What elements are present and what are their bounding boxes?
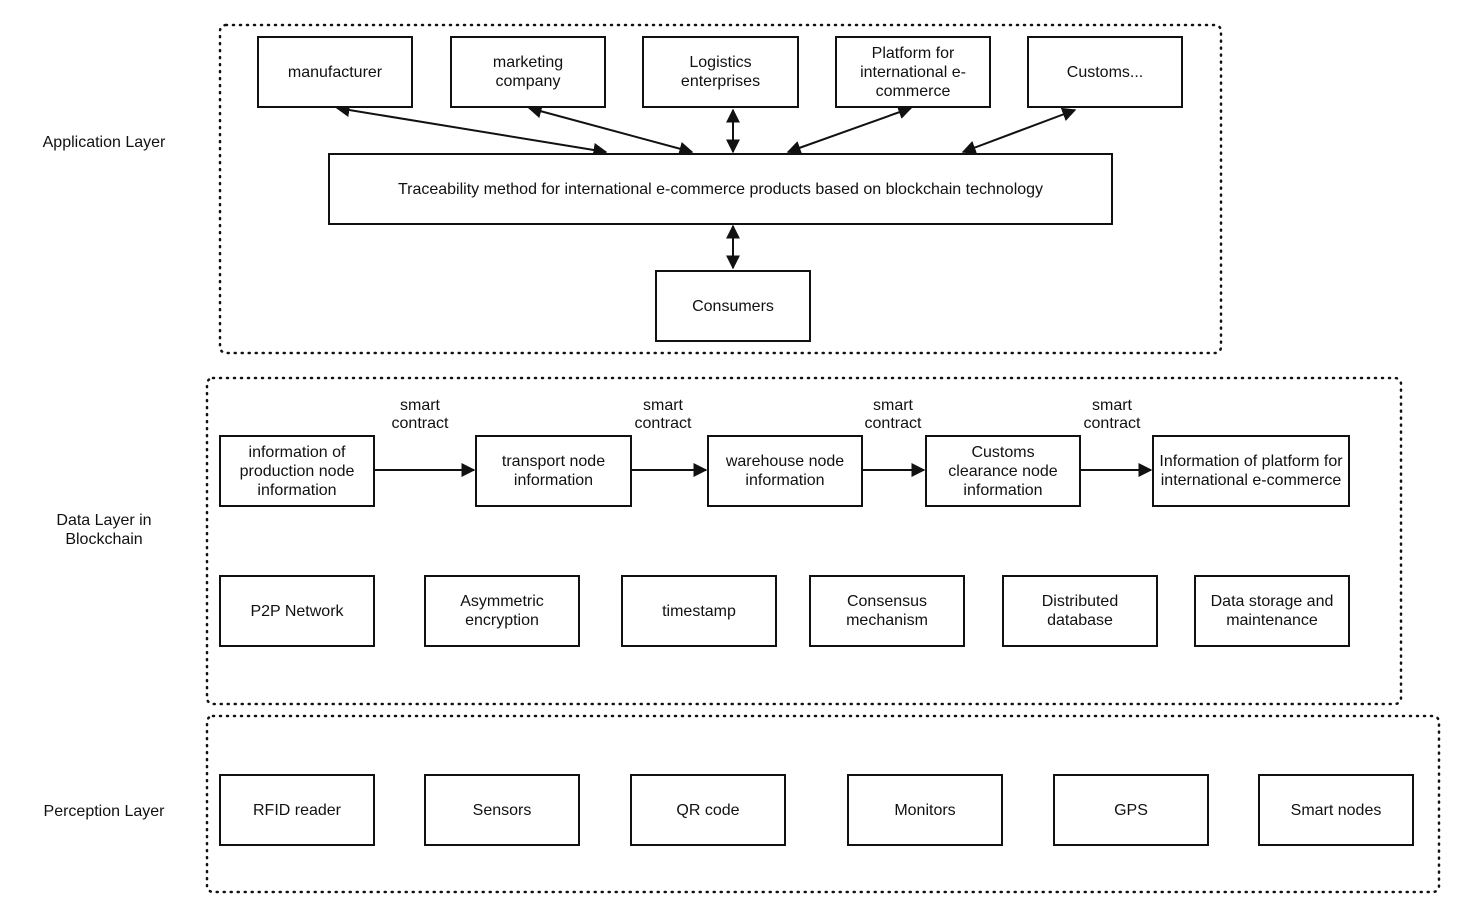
device-qr-code: QR code <box>630 774 786 846</box>
smart-contract-label-1: smart contract <box>391 397 449 432</box>
tech-label: Asymmetric encryption <box>460 593 544 629</box>
stakeholder-marketing-box: marketing company <box>450 36 606 108</box>
tech-label: Consensus mechanism <box>846 593 928 629</box>
smart-contract-label-3: smart contract <box>864 397 922 432</box>
stakeholder-label: Platform for international e-commerce <box>860 44 966 100</box>
flow-node-label: Customs clearance node information <box>948 443 1058 499</box>
flow-node-customs: Customs clearance node information <box>925 435 1081 507</box>
arrow-customs-core <box>961 107 1077 155</box>
device-label: Monitors <box>894 801 956 819</box>
tech-label: Distributed database <box>1041 593 1119 629</box>
tech-distributed-database: Distributed database <box>1002 575 1158 647</box>
device-smart-nodes: Smart nodes <box>1258 774 1414 846</box>
flow-node-warehouse: warehouse node information <box>707 435 863 507</box>
stakeholder-label: marketing company <box>492 54 564 90</box>
device-monitors: Monitors <box>847 774 1003 846</box>
arrow-manufacturer-core <box>335 103 608 157</box>
data-layer-label: Data Layer in Blockchain <box>56 512 152 548</box>
application-layer-label: Application Layer <box>42 134 166 151</box>
tech-consensus-mechanism: Consensus mechanism <box>809 575 965 647</box>
flow-node-label: warehouse node information <box>725 453 845 489</box>
smart-contract-label-2: smart contract <box>634 397 692 432</box>
arrow-platform-core <box>786 105 913 155</box>
device-label: Sensors <box>472 801 532 819</box>
tech-timestamp: timestamp <box>621 575 777 647</box>
device-label: RFID reader <box>252 801 342 819</box>
tech-label: timestamp <box>662 602 736 620</box>
device-label: GPS <box>1114 801 1148 819</box>
perception-layer-frame <box>205 714 1441 894</box>
stakeholder-customs-box: Customs... <box>1027 36 1183 108</box>
tech-data-storage: Data storage and maintenance <box>1194 575 1350 647</box>
device-gps: GPS <box>1053 774 1209 846</box>
stakeholder-platform-box: Platform for international e-commerce <box>835 36 991 108</box>
stakeholder-manufacturer-box: manufacturer <box>257 36 413 108</box>
stakeholder-label: Customs... <box>1066 63 1144 81</box>
stakeholder-logistics-box: Logistics enterprises <box>642 36 799 108</box>
flow-node-platform: Information of platform for internationa… <box>1152 435 1350 507</box>
device-sensors: Sensors <box>424 774 580 846</box>
traceability-core-box: Traceability method for international e-… <box>328 153 1113 225</box>
arrow-marketing-core <box>527 104 694 156</box>
tech-label: P2P Network <box>250 602 344 620</box>
consumers-box: Consumers <box>655 270 811 342</box>
stakeholder-label: Logistics enterprises <box>680 54 761 90</box>
tech-asymmetric-encryption: Asymmetric encryption <box>424 575 580 647</box>
device-rfid-reader: RFID reader <box>219 774 375 846</box>
flow-node-transport: transport node information <box>475 435 632 507</box>
consumers-label: Consumers <box>692 297 774 315</box>
flow-node-production: information of production node informati… <box>219 435 375 507</box>
flow-node-label: transport node information <box>501 453 606 489</box>
application-layer-frame <box>218 23 1223 355</box>
device-label: Smart nodes <box>1290 801 1382 819</box>
tech-label: Data storage and maintenance <box>1210 593 1334 629</box>
tech-p2p-network: P2P Network <box>219 575 375 647</box>
stakeholder-label: manufacturer <box>287 63 383 81</box>
device-label: QR code <box>676 801 740 819</box>
flow-node-label: Information of platform for internationa… <box>1159 453 1343 489</box>
core-label: Traceability method for international e-… <box>397 180 1044 198</box>
perception-layer-label: Perception Layer <box>43 803 165 820</box>
data-layer-frame <box>205 376 1403 706</box>
flow-node-label: information of production node informati… <box>239 443 355 499</box>
smart-contract-label-4: smart contract <box>1083 397 1141 432</box>
